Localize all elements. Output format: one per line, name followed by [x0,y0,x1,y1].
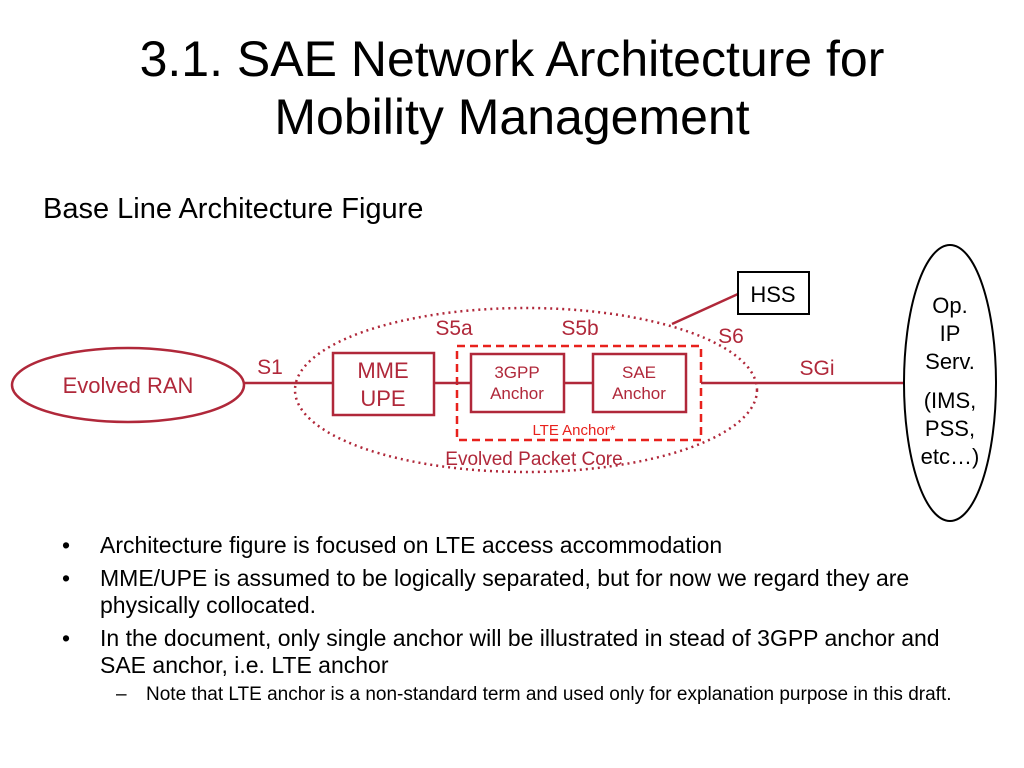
operator-ip-services-label: Op. IP Serv. (IMS, PSS, etc…) [921,293,980,469]
s5a-label: S5a [435,317,473,340]
operator-ip-services-node [903,244,997,522]
op-services-line: Op. [932,293,967,318]
anchor-sae-label-line1: SAE [622,363,656,382]
anchor-3gpp-node [469,352,566,414]
lte-anchor-label: LTE Anchor* [532,422,615,439]
anchor-sae-node [591,352,688,414]
evolved-ran-node [10,346,246,424]
page-title: 3.1. SAE Network Architecture for Mobili… [0,30,1024,146]
evolved-packet-core-label: Evolved Packet Core [445,449,622,470]
evolved-packet-core-boundary [293,306,759,474]
op-services-line: Serv. [925,349,975,374]
op-services-line: IP [940,321,961,346]
bullet-list: Architecture figure is focused on LTE ac… [58,532,958,706]
bullet-item: Architecture figure is focused on LTE ac… [58,532,958,559]
hss-label: HSS [750,282,795,307]
s1-label: S1 [257,356,283,379]
bullet-item: In the document, only single anchor will… [58,625,958,679]
anchor-sae-label-line2: Anchor [612,384,666,403]
upe-label: UPE [360,386,405,411]
evolved-ran-label: Evolved RAN [63,373,194,398]
subtitle: Base Line Architecture Figure [43,193,424,225]
op-services-line: etc…) [921,444,980,469]
s5b-label: S5b [561,317,598,340]
lte-anchor-boundary [455,344,703,442]
mme-label: MME [357,358,408,383]
anchor-3gpp-label-line1: 3GPP [494,363,539,382]
op-services-line: PSS, [925,416,975,441]
s6-label: S6 [718,325,744,348]
hss-node [737,271,810,315]
title-line-1: 3.1. SAE Network Architecture for [139,31,885,87]
anchor-3gpp-label-line2: Anchor [490,384,544,403]
bullet-item: MME/UPE is assumed to be logically separ… [58,565,958,619]
sgi-label: SGi [799,357,834,380]
sub-bullet-item: Note that LTE anchor is a non-standard t… [58,683,958,706]
title-line-2: Mobility Management [274,89,750,145]
op-services-line: (IMS, [924,388,977,413]
s6-link [671,292,739,326]
